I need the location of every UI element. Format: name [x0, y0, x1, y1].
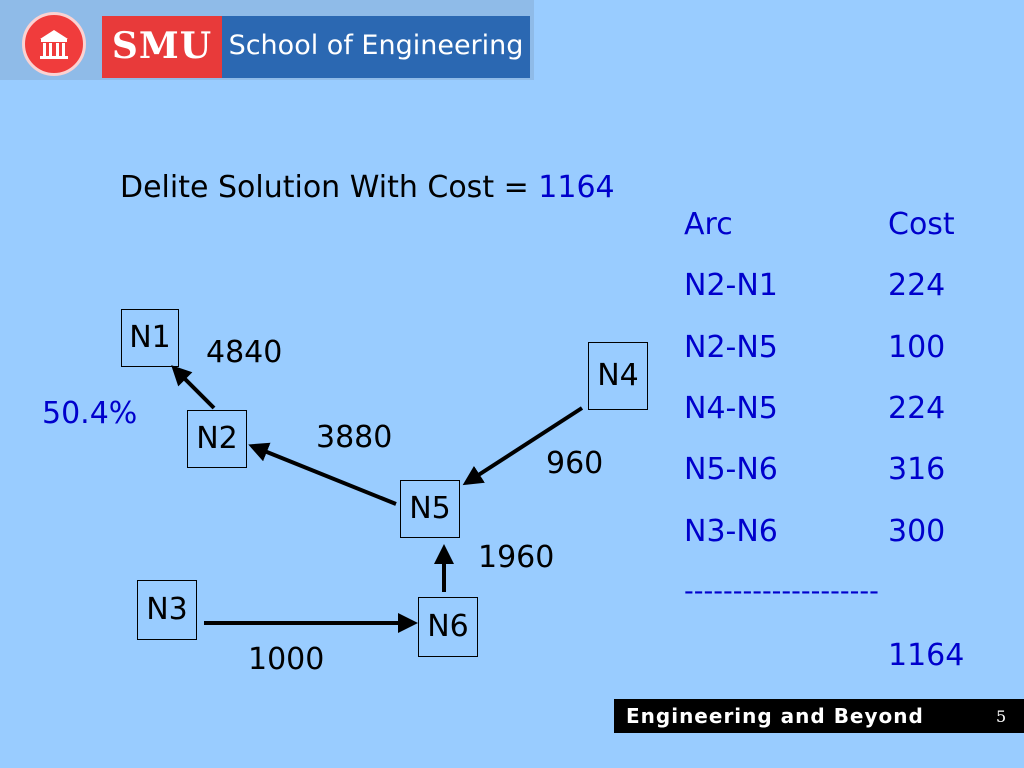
smu-brand-block: [102, 16, 222, 78]
edge-label-n4-n5: 960: [546, 446, 604, 481]
edge-n5-n2: [248, 442, 397, 506]
title-cost-value: 1164: [538, 170, 615, 205]
table-row-cost: 100: [888, 330, 946, 365]
edge-label-n5-n2: 3880: [316, 420, 393, 455]
edge-n4-n5: [462, 406, 584, 486]
page-number: 5: [996, 707, 1007, 726]
table-row-arc: N3-N6: [684, 514, 778, 549]
footer-bar: [614, 699, 1024, 733]
table-row-cost: 300: [888, 514, 946, 549]
edge-label-n3-n6: 1000: [248, 642, 325, 677]
percent-label: 50.4%: [42, 396, 138, 431]
table-row-arc: N5-N6: [684, 452, 778, 487]
edge-label-n2-n1: 4840: [206, 335, 283, 370]
edge-label-n6-n5: 1960: [478, 540, 555, 575]
school-block: [222, 16, 530, 78]
table-row-arc: N2-N5: [684, 330, 778, 365]
node-n5: N5: [400, 480, 460, 538]
table-row-arc: N4-N5: [684, 391, 778, 426]
school-name: School of Engineering: [228, 30, 524, 61]
table-header-cost: Cost: [888, 207, 955, 242]
smu-brand-text: SMU: [111, 25, 213, 67]
edge-n2-n1: [171, 365, 216, 410]
table-header-arc: Arc: [684, 207, 733, 242]
footer-tagline: Engineering and Beyond: [626, 704, 924, 728]
table-row-cost: 316: [888, 452, 946, 487]
node-n4: N4: [588, 342, 648, 410]
table-row-cost: 224: [888, 391, 946, 426]
building-icon: [40, 30, 68, 59]
title-prefix: Delite Solution With Cost =: [120, 170, 539, 205]
table-row-arc: N2-N1: [684, 268, 778, 303]
node-n2: N2: [187, 410, 247, 468]
table-total: 1164: [888, 638, 965, 673]
node-n1: N1: [121, 309, 179, 367]
smu-seal-icon: [22, 12, 86, 76]
node-n6: N6: [418, 597, 478, 657]
slide-title: Delite Solution With Cost = 1164: [120, 170, 615, 205]
table-row-cost: 224: [888, 268, 946, 303]
node-n3: N3: [137, 580, 197, 640]
table-separator: --------------------: [684, 576, 879, 607]
